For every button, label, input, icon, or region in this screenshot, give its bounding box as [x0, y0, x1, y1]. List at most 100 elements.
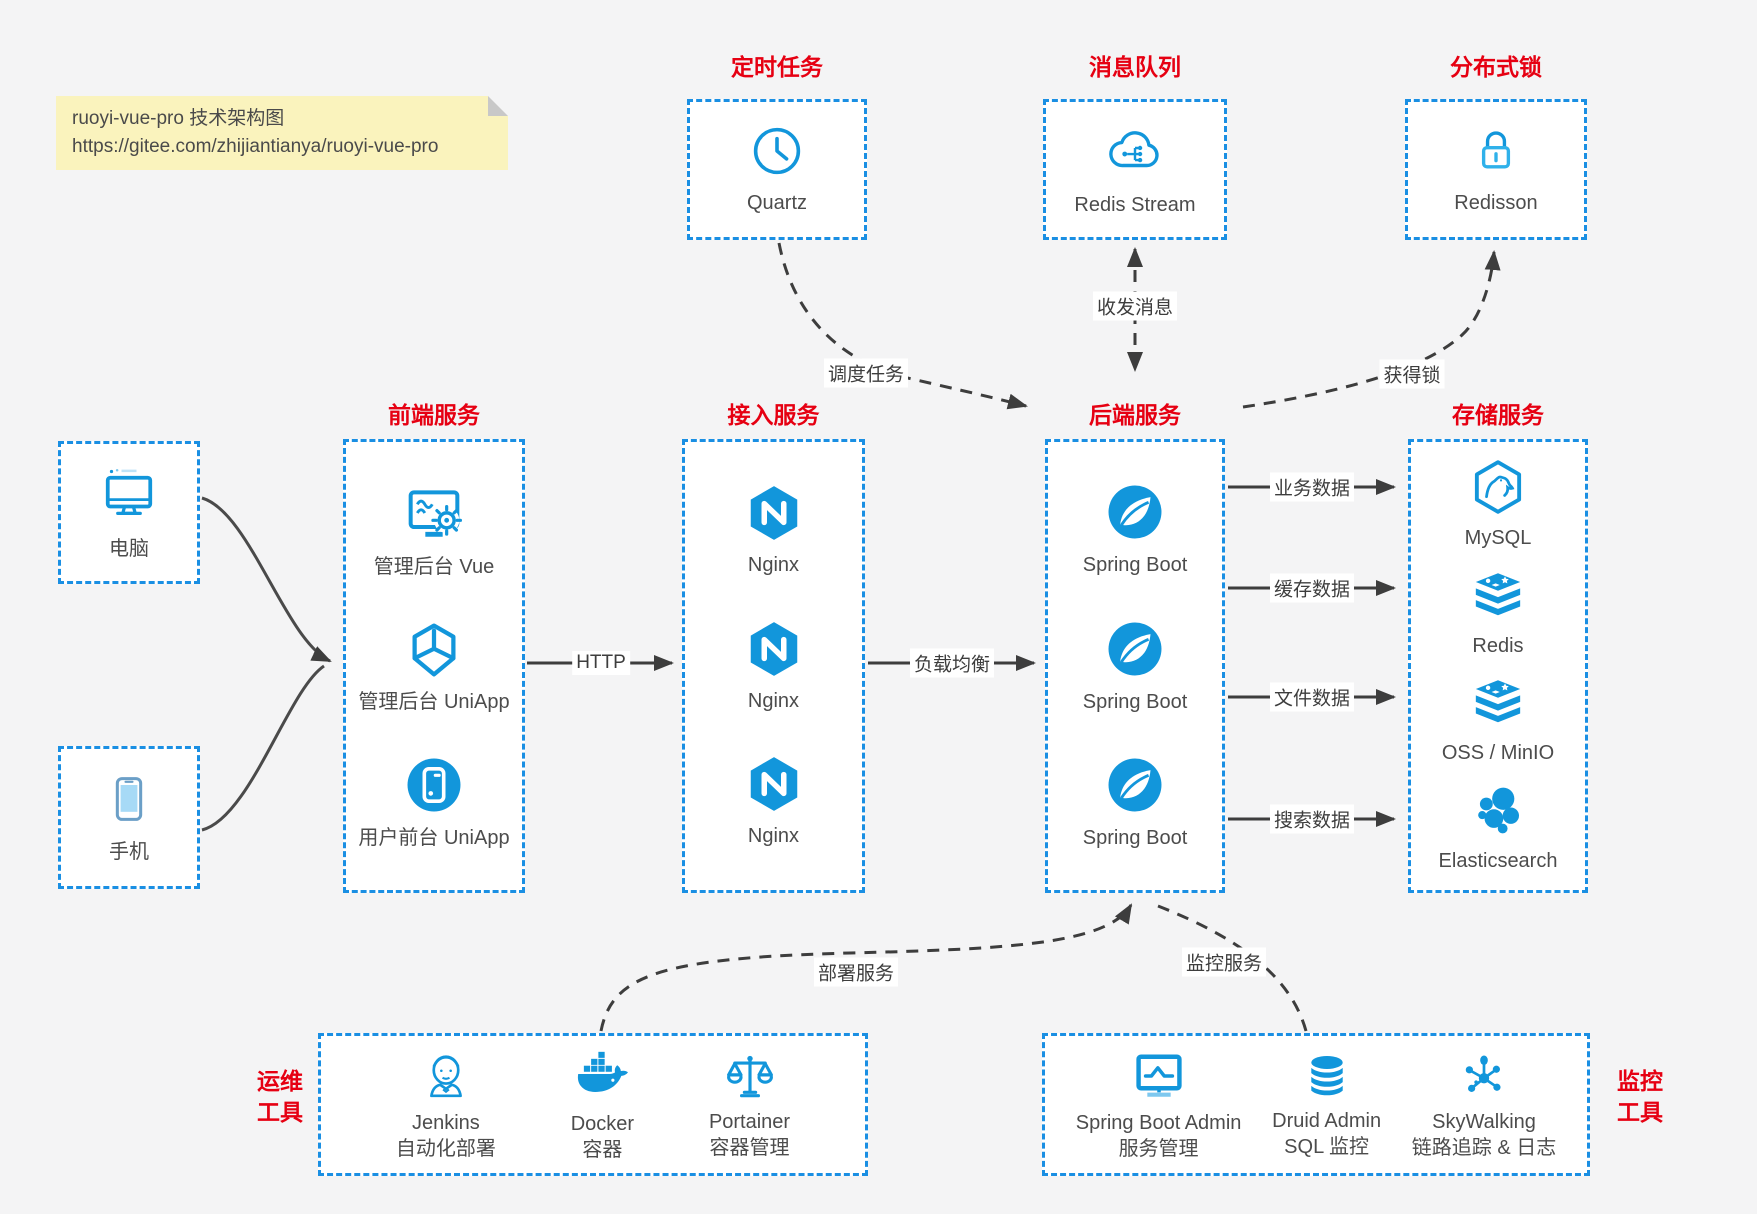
portainer-icon	[723, 1049, 777, 1103]
gateway-services-title: 接入服务	[727, 402, 820, 428]
admin-uniapp-label: 管理后台 UniApp	[358, 690, 510, 713]
edge-label-schedule: 调度任务	[823, 358, 909, 388]
node-springboot-3: Spring Boot	[1082, 754, 1188, 851]
user-uniapp-icon	[403, 754, 465, 816]
edge-label-lock: 获得锁	[1379, 359, 1445, 389]
arrow-acquire-lock	[1242, 250, 1501, 409]
admin-vue-label: 管理后台 Vue	[373, 556, 495, 579]
elasticsearch-icon	[1470, 783, 1526, 839]
node-nginx-3: Nginx	[744, 754, 804, 849]
node-jenkins: Jenkins 自动化部署	[396, 1048, 496, 1162]
spring-boot-icon	[1104, 754, 1166, 816]
arrow-phone-to-frontend	[201, 664, 325, 832]
oss-minio-icon	[1470, 675, 1526, 731]
node-mysql: MySQL	[1464, 458, 1532, 551]
message-queue-title: 消息队列	[1089, 54, 1181, 80]
oss-minio-label: OSS / MinIO	[1441, 742, 1555, 765]
redisson-box: Redisson	[1405, 99, 1587, 240]
ops-tools-title: 运维 工具	[240, 1066, 320, 1128]
computer-icon	[99, 464, 159, 524]
edge-label-file-data: 文件数据	[1269, 682, 1355, 712]
scheduled-tasks-title: 定时任务	[731, 54, 823, 80]
node-elasticsearch: Elasticsearch	[1438, 783, 1558, 874]
computer-label: 电脑	[109, 537, 149, 560]
edge-label-search-data: 搜索数据	[1269, 804, 1355, 834]
elasticsearch-label: Elasticsearch	[1438, 849, 1558, 872]
spring-boot-icon	[1104, 618, 1166, 680]
node-docker: Docker 容器	[571, 1047, 634, 1163]
jenkins-desc: 自动化部署	[395, 1137, 496, 1160]
druid-admin-label: Druid Admin	[1272, 1109, 1382, 1132]
frontend-services-box: 管理后台 Vue 管理后台 UniApp 用户前台 UniApp	[343, 439, 525, 893]
monitor-tools-title-line2: 工具	[1617, 1099, 1663, 1125]
redisson-label: Redisson	[1454, 191, 1538, 214]
edge-label-http: HTTP	[572, 651, 630, 675]
node-admin-uniapp: 管理后台 UniApp	[358, 620, 510, 715]
spring-boot-admin-desc: 服务管理	[1118, 1137, 1199, 1160]
frontend-services-title: 前端服务	[388, 402, 480, 428]
note-url: https://gitee.com/zhijiantianya/ruoyi-vu…	[72, 136, 439, 157]
storage-services-box: MySQL Redis OSS / MinIO Elasticsearch	[1408, 439, 1588, 893]
node-skywalking: SkyWalking 链路追踪 & 日志	[1412, 1049, 1556, 1161]
admin-vue-icon	[402, 481, 466, 545]
phone-icon	[101, 771, 157, 827]
redis-stream-box: Redis Stream	[1043, 99, 1227, 240]
quartz-label: Quartz	[746, 191, 808, 214]
node-druid-admin: Druid Admin SQL 监控	[1272, 1050, 1381, 1160]
spring-boot-admin-label: Spring Boot Admin	[1075, 1111, 1242, 1134]
quartz-box: Quartz	[687, 99, 867, 240]
node-admin-vue: 管理后台 Vue	[374, 481, 494, 580]
distributed-lock-title: 分布式锁	[1450, 54, 1542, 80]
skywalking-label: SkyWalking	[1432, 1110, 1536, 1133]
nginx-label: Nginx	[747, 553, 800, 576]
edge-label-business-data: 业务数据	[1269, 472, 1355, 502]
mysql-label: MySQL	[1464, 527, 1532, 550]
nginx-label: Nginx	[747, 689, 800, 712]
note-fold-corner	[488, 96, 508, 116]
druid-admin-desc: SQL 监控	[1284, 1135, 1370, 1158]
docker-icon	[573, 1047, 631, 1105]
redis-icon	[1470, 568, 1526, 624]
jenkins-label: Jenkins	[411, 1111, 480, 1134]
node-redis: Redis	[1470, 568, 1526, 659]
edge-label-cache-data: 缓存数据	[1269, 573, 1355, 603]
portainer-label: Portainer	[708, 1110, 791, 1133]
node-nginx-1: Nginx	[744, 483, 804, 578]
user-uniapp-label: 用户前台 UniApp	[358, 826, 510, 849]
nginx-icon	[744, 483, 804, 543]
mysql-icon	[1469, 458, 1527, 516]
nginx-label: Nginx	[747, 825, 800, 848]
druid-icon	[1301, 1050, 1353, 1102]
redis-label: Redis	[1472, 634, 1524, 657]
jenkins-icon	[418, 1048, 474, 1104]
docker-desc: 容器	[582, 1138, 623, 1161]
nginx-icon	[744, 754, 804, 814]
node-nginx-2: Nginx	[744, 619, 804, 714]
spring-boot-label: Spring Boot	[1082, 826, 1188, 849]
note-title: ruoyi-vue-pro 技术架构图	[72, 108, 285, 129]
backend-services-title: 后端服务	[1089, 402, 1181, 428]
portainer-desc: 容器管理	[709, 1136, 790, 1159]
phone-client-box: 手机	[58, 746, 200, 889]
edge-label-load-balance: 负载均衡	[909, 648, 995, 678]
skywalking-desc: 链路追踪 & 日志	[1411, 1136, 1557, 1159]
clock-icon	[750, 124, 804, 178]
uniapp-cube-icon	[404, 620, 464, 680]
lock-icon	[1469, 124, 1523, 178]
node-spring-boot-admin: Spring Boot Admin 服务管理	[1075, 1048, 1242, 1162]
spring-boot-admin-icon	[1131, 1048, 1187, 1104]
skywalking-icon	[1457, 1049, 1511, 1103]
ops-tools-title-line1: 运维	[257, 1068, 303, 1094]
node-springboot-2: Spring Boot	[1082, 618, 1188, 715]
node-oss-minio: OSS / MinIO	[1442, 675, 1554, 766]
spring-boot-label: Spring Boot	[1082, 690, 1188, 713]
storage-services-title: 存储服务	[1452, 402, 1544, 428]
backend-services-box: Spring Boot Spring Boot Spring Boot	[1045, 439, 1225, 893]
cloud-stream-icon	[1106, 122, 1164, 180]
node-springboot-1: Spring Boot	[1083, 481, 1187, 578]
ops-tools-box: Jenkins 自动化部署 Docker 容器 Portainer 容器管理	[318, 1033, 868, 1176]
computer-client-box: 电脑	[58, 441, 200, 584]
edge-label-deploy: 部署服务	[813, 957, 899, 987]
node-portainer: Portainer 容器管理	[709, 1049, 790, 1161]
